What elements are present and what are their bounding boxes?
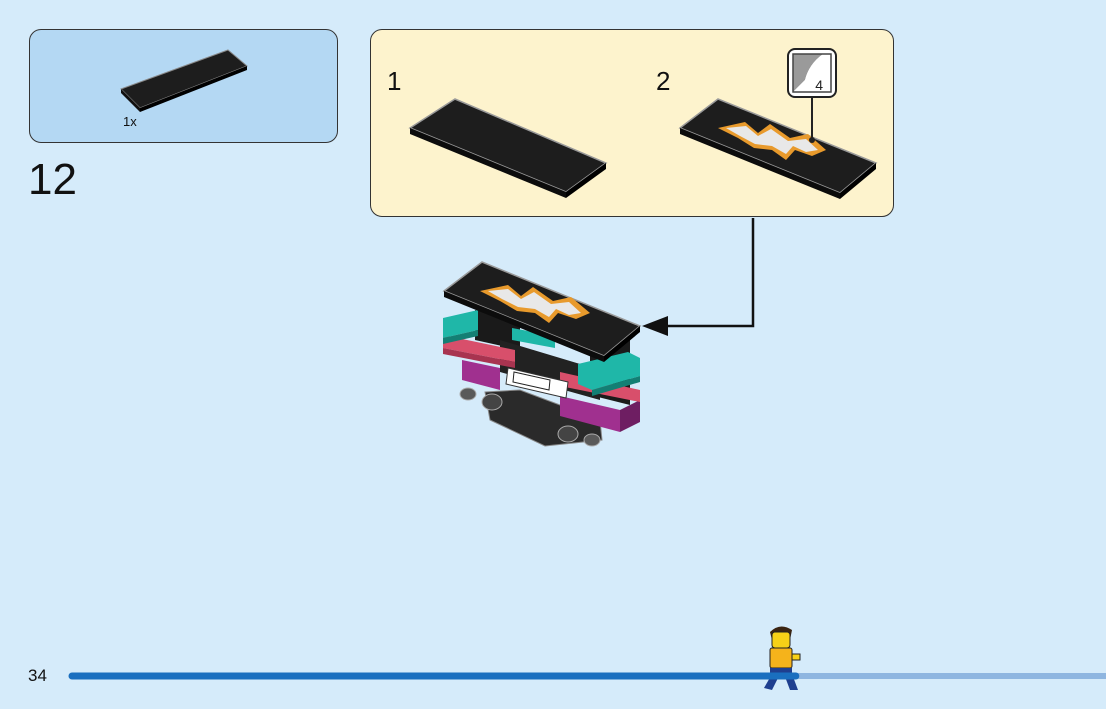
part-quantity: 1x: [123, 114, 137, 129]
sticker-sheet-icon: [792, 53, 832, 93]
sticker-sheet-callout: 4: [787, 48, 837, 98]
substep-label-2: 2: [656, 66, 671, 96]
page-number: 34: [28, 666, 47, 685]
substep-label-1: 1: [387, 66, 402, 96]
part-black-tile-icon: [120, 49, 248, 112]
sticker-sheet-number: 4: [815, 77, 823, 93]
step-number: 12: [28, 155, 77, 204]
placement-arrow: [642, 218, 755, 336]
assembly-model: [442, 261, 642, 447]
substep-1-tile: [408, 98, 608, 198]
flame-print-decal: [718, 122, 826, 160]
substep-2-printed-tile: [678, 98, 878, 199]
